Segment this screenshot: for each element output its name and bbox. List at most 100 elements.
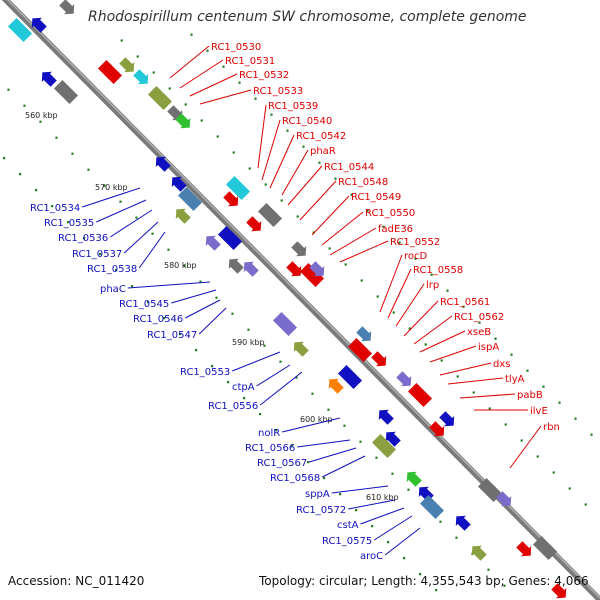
gene-label[interactable]: RC1_0558 [413, 265, 463, 276]
gene-label[interactable]: fadE36 [378, 224, 413, 235]
gene-arrow[interactable] [514, 539, 535, 560]
gene-arrow[interactable] [289, 239, 310, 260]
gene-label[interactable]: tlyA [505, 374, 525, 385]
gene-arrow[interactable] [151, 152, 172, 173]
gene-label[interactable]: sppA [305, 489, 330, 500]
gene-label[interactable]: phaC [100, 284, 126, 295]
gene-label[interactable]: RC1_0542 [296, 131, 346, 142]
gene-block[interactable] [225, 175, 251, 201]
gene-block[interactable] [177, 186, 203, 212]
gene-label[interactable]: ispA [478, 342, 499, 353]
gene-label[interactable]: rbn [543, 422, 560, 433]
gene-block[interactable] [7, 17, 33, 43]
gene-arrow[interactable] [427, 419, 448, 440]
gene-label[interactable]: RC1_0549 [351, 192, 401, 203]
gene-block[interactable] [347, 337, 373, 363]
gene-arrow[interactable] [381, 427, 402, 448]
gene-label[interactable]: RC1_0545 [119, 299, 169, 310]
gene-block[interactable] [477, 477, 503, 503]
gene-arrow[interactable] [201, 231, 222, 252]
gene-label[interactable]: RC1_0550 [365, 208, 415, 219]
gene-arrow[interactable] [437, 409, 458, 430]
gene-arrow[interactable] [307, 259, 328, 280]
gene-arrow[interactable] [289, 337, 310, 358]
reverse-gene-labels: RC1_0534 RC1_0535 RC1_0536 RC1_0537 RC1_… [30, 203, 383, 562]
gene-label[interactable]: ilvE [530, 406, 548, 417]
genome-summary-text: Topology: circular; Length: 4,355,543 bp… [259, 574, 589, 588]
gene-arrow[interactable] [354, 324, 375, 345]
gene-label[interactable]: RC1_0548 [338, 177, 388, 188]
gene-arrow[interactable] [374, 405, 395, 426]
gene-block[interactable] [299, 262, 325, 288]
gene-arrow[interactable] [494, 489, 515, 510]
gene-block[interactable] [407, 382, 433, 408]
gene-label[interactable]: RC1_0535 [44, 218, 94, 229]
gene-label[interactable]: RC1_0547 [147, 330, 197, 341]
gene-block[interactable] [337, 364, 363, 390]
gene-label[interactable]: RC1_0567 [257, 458, 307, 469]
gene-label[interactable]: aroC [360, 551, 383, 562]
gene-arrow[interactable] [239, 257, 260, 278]
gene-arrow[interactable] [173, 111, 194, 132]
gene-label[interactable]: pabB [517, 390, 543, 401]
gene-block[interactable] [532, 535, 558, 561]
gene-label[interactable]: RC1_0533 [253, 86, 303, 97]
gene-label[interactable]: RC1_0534 [30, 203, 80, 214]
gene-block[interactable] [97, 59, 123, 85]
gene-label[interactable]: RC1_0562 [454, 312, 504, 323]
forward-gene-labels: RC1_0530 RC1_0531 RC1_0532 RC1_0533 RC1_… [211, 42, 560, 433]
gene-label[interactable]: RC1_0556 [208, 401, 258, 412]
gene-label[interactable]: RC1_0540 [282, 116, 332, 127]
gene-label[interactable]: RC1_0532 [239, 70, 289, 81]
gene-arrow[interactable] [221, 189, 242, 210]
gene-arrow[interactable] [224, 254, 245, 275]
gene-arrow[interactable] [131, 67, 152, 88]
gene-label[interactable]: RC1_0566 [245, 443, 295, 454]
gene-label[interactable]: cstA [337, 520, 359, 531]
tick-lines [3, 33, 593, 592]
gene-arrow[interactable] [394, 369, 415, 390]
gene-label[interactable]: RC1_0568 [270, 473, 320, 484]
gene-label[interactable]: RC1_0552 [390, 237, 440, 248]
gene-label[interactable]: xseB [467, 327, 491, 338]
gene-block[interactable] [147, 85, 173, 111]
gene-block[interactable] [272, 311, 298, 337]
gene-arrow[interactable] [244, 214, 265, 235]
gene-arrow[interactable] [167, 172, 188, 193]
gene-label[interactable]: RC1_0536 [58, 233, 108, 244]
gene-label[interactable]: RC1_0546 [133, 314, 183, 325]
gene-block[interactable] [257, 202, 283, 228]
gene-label[interactable]: RC1_0572 [296, 505, 346, 516]
gene-label[interactable]: rocD [404, 251, 428, 262]
gene-block[interactable] [419, 494, 445, 520]
gene-label[interactable]: lrp [426, 280, 439, 291]
gene-label[interactable]: phaR [310, 146, 336, 157]
gene-label[interactable]: RC1_0538 [87, 264, 137, 275]
gene-arrow[interactable] [549, 581, 570, 600]
gene-label[interactable]: RC1_0537 [72, 249, 122, 260]
gene-label[interactable]: nolR [258, 428, 280, 439]
gene-label[interactable]: RC1_0575 [322, 536, 372, 547]
gene-label[interactable]: RC1_0531 [225, 56, 275, 67]
gene-arrow[interactable] [451, 511, 472, 532]
gene-block[interactable] [217, 225, 243, 251]
gene-arrow[interactable] [27, 13, 48, 34]
gene-arrow[interactable] [402, 467, 423, 488]
gene-label[interactable]: RC1_0544 [324, 162, 374, 173]
gene-label[interactable]: RC1_0530 [211, 42, 261, 53]
gene-arrow[interactable] [37, 67, 58, 88]
gene-label[interactable]: RC1_0553 [180, 367, 230, 378]
gene-arrow[interactable] [57, 0, 78, 19]
gene-arrow[interactable] [369, 349, 390, 370]
gene-arrow[interactable] [284, 259, 305, 280]
gene-label[interactable]: RC1_0539 [268, 101, 318, 112]
gene-arrow[interactable] [171, 204, 192, 225]
gene-label[interactable]: RC1_0561 [440, 297, 490, 308]
gene-block[interactable] [53, 79, 79, 105]
gene-arrow[interactable] [324, 374, 345, 395]
gene-arrow[interactable] [117, 55, 138, 76]
gene-block[interactable] [371, 433, 397, 459]
gene-label[interactable]: dxs [493, 359, 510, 370]
gene-arrow[interactable] [467, 541, 488, 562]
gene-label[interactable]: ctpA [232, 382, 255, 393]
